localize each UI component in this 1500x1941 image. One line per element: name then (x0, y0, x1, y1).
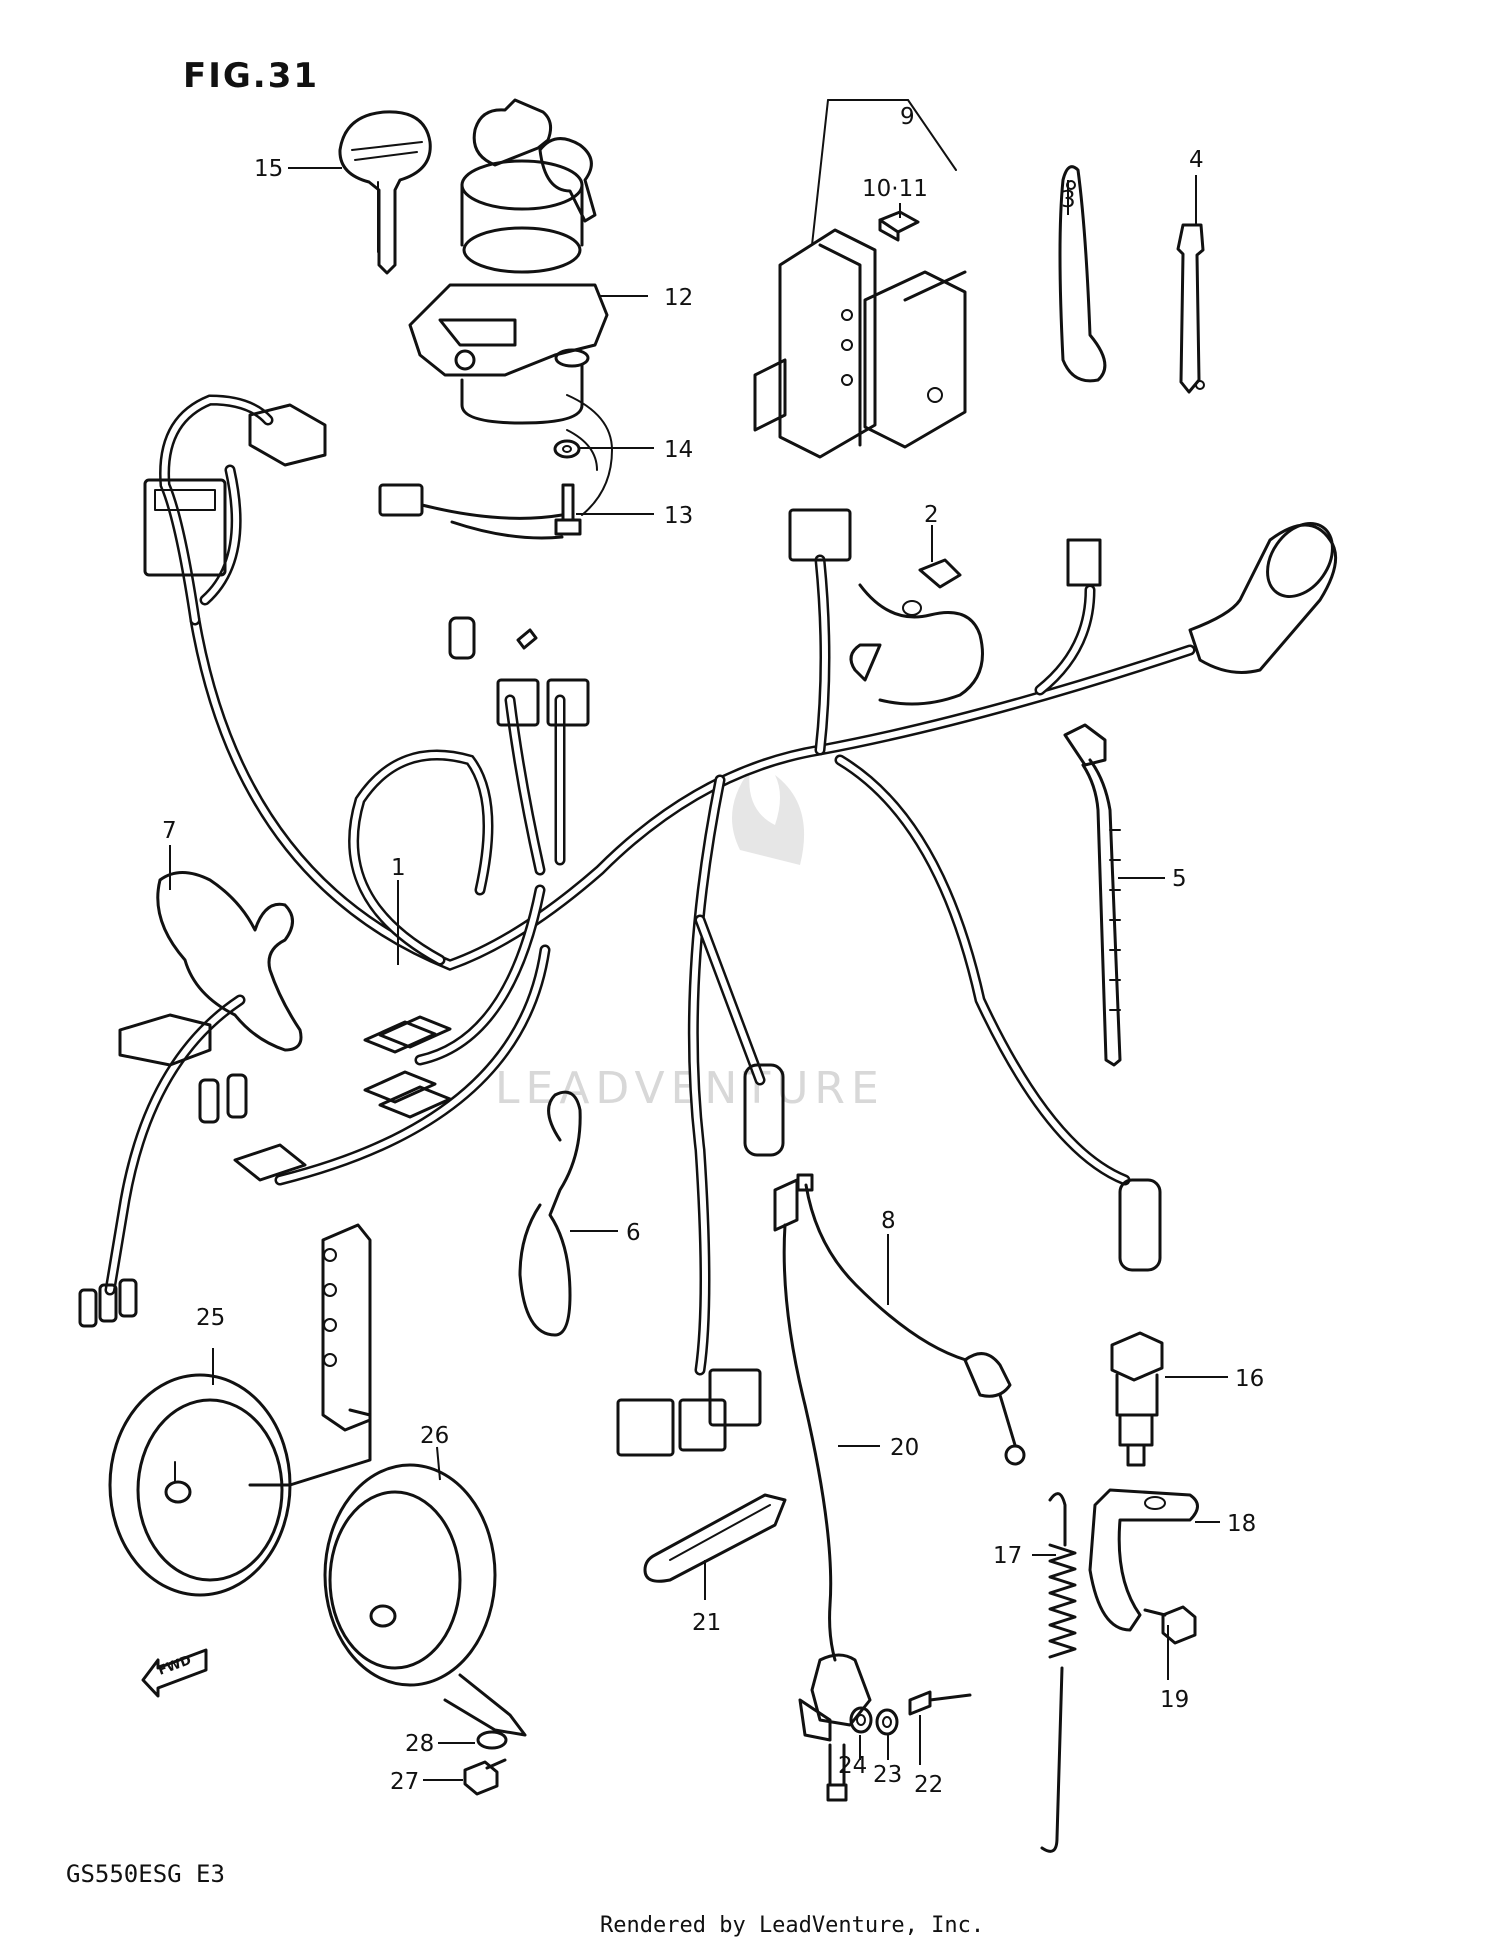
callout-24[interactable]: 24 (838, 1753, 867, 1779)
bracket-part-18[interactable] (1088, 1488, 1199, 1632)
control-unit-part-9[interactable] (753, 228, 967, 459)
callout-23[interactable]: 23 (873, 1762, 902, 1788)
callout-18[interactable]: 18 (1227, 1511, 1256, 1537)
horn-part-25[interactable] (108, 1223, 372, 1597)
spring-part-17[interactable] (1040, 1492, 1077, 1853)
bolt-part-19[interactable] (1143, 1605, 1197, 1645)
fwd-arrow-icon: FWD (141, 1648, 208, 1698)
washer-part-28[interactable] (476, 1730, 508, 1750)
washer-part-23[interactable] (875, 1708, 899, 1736)
connectors (78, 403, 1162, 1457)
svg-text:FWD: FWD (156, 1653, 193, 1679)
ignition-switch-part[interactable] (408, 98, 609, 425)
callout-19[interactable]: 19 (1160, 1687, 1189, 1713)
callout-6[interactable]: 6 (626, 1220, 641, 1246)
callout-21[interactable]: 21 (692, 1610, 721, 1636)
leader-lines (169, 167, 1228, 1781)
callout-4[interactable]: 4 (1189, 147, 1204, 173)
model-code: GS550ESG E3 (66, 1860, 225, 1888)
wire-clip-part-7[interactable] (156, 871, 303, 1052)
callout-14[interactable]: 14 (664, 437, 693, 463)
fuse-part-10-11[interactable] (878, 210, 920, 242)
callout-22[interactable]: 22 (914, 1772, 943, 1798)
bracket-part-21[interactable] (643, 1493, 787, 1583)
callout-3[interactable]: 3 (1061, 187, 1076, 213)
callout-2[interactable]: 2 (924, 502, 939, 528)
callout-15[interactable]: 15 (254, 156, 283, 182)
leader-9 (811, 99, 957, 246)
callout-1[interactable]: 1 (391, 855, 406, 881)
callout-13[interactable]: 13 (664, 503, 693, 529)
screw-part-22[interactable] (908, 1690, 972, 1716)
ignition-lead-part[interactable] (378, 394, 613, 540)
lead-wire-part-8[interactable] (796, 1173, 1026, 1466)
bolt-part-27[interactable] (463, 1758, 507, 1796)
callout-16[interactable]: 16 (1235, 1366, 1264, 1392)
callout-9[interactable]: 9 (900, 104, 915, 130)
figure-title: FIG.31 (183, 56, 319, 96)
callout-10-11[interactable]: 10·11 (862, 176, 928, 202)
watermark-logo-icon (732, 770, 805, 865)
callout-7[interactable]: 7 (162, 818, 177, 844)
callout-17[interactable]: 17 (993, 1543, 1022, 1569)
callout-25[interactable]: 25 (196, 1305, 225, 1331)
footer-credit: Rendered by LeadVenture, Inc. (600, 1913, 984, 1938)
switch-part-16[interactable] (1110, 1331, 1164, 1467)
horn-part-26[interactable] (323, 1463, 527, 1737)
washer-part-14[interactable] (553, 439, 581, 459)
callout-12[interactable]: 12 (664, 285, 693, 311)
key-part[interactable] (338, 110, 432, 275)
wire-clip-part-6[interactable] (518, 1090, 582, 1337)
lead-switch-part-20[interactable] (773, 1178, 872, 1802)
watermark-text: LEADVENTURE (495, 1063, 885, 1114)
wiring-harness-part-1[interactable] (104, 394, 1346, 1376)
clamp-part-4[interactable] (1176, 223, 1205, 394)
callout-8[interactable]: 8 (881, 1208, 896, 1234)
callout-28[interactable]: 28 (405, 1731, 434, 1757)
callout-27[interactable]: 27 (390, 1769, 419, 1795)
callout-5[interactable]: 5 (1172, 866, 1187, 892)
callouts: 1 2 3 4 5 6 7 8 9 10·11 12 13 14 15 16 1… (162, 104, 1264, 1798)
lead-switch-part-2[interactable] (849, 558, 984, 706)
cable-tie-part-5[interactable] (1063, 723, 1122, 1067)
callout-26[interactable]: 26 (420, 1423, 449, 1449)
callout-20[interactable]: 20 (890, 1435, 919, 1461)
screw-part-13[interactable] (554, 483, 582, 536)
washer-part-24[interactable] (849, 1706, 873, 1734)
